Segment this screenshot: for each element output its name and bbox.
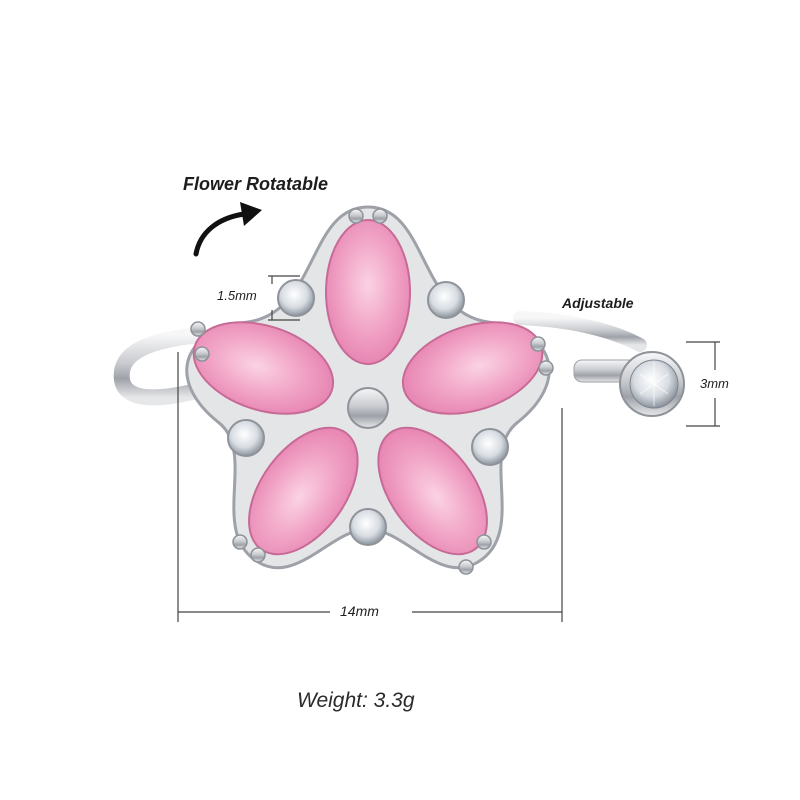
petal [377,426,488,556]
curved-arrow-icon [193,202,262,257]
dimension-lines [177,275,720,622]
adjustable-label: Adjustable [562,295,634,311]
weight-label: Weight: 3.3g [297,689,415,712]
petal [325,219,411,365]
petal [192,321,335,415]
end-stone [619,351,685,417]
flower-width-dimension: 14mm [340,603,379,619]
ring-band [113,311,647,406]
rotatable-label: Flower Rotatable [183,174,329,194]
prongs [190,208,554,575]
end-stone-dimension: 3mm [700,376,729,391]
flower-center [347,387,389,429]
side-stones [227,279,509,546]
side-stone-dimension: 1.5mm [217,288,257,303]
